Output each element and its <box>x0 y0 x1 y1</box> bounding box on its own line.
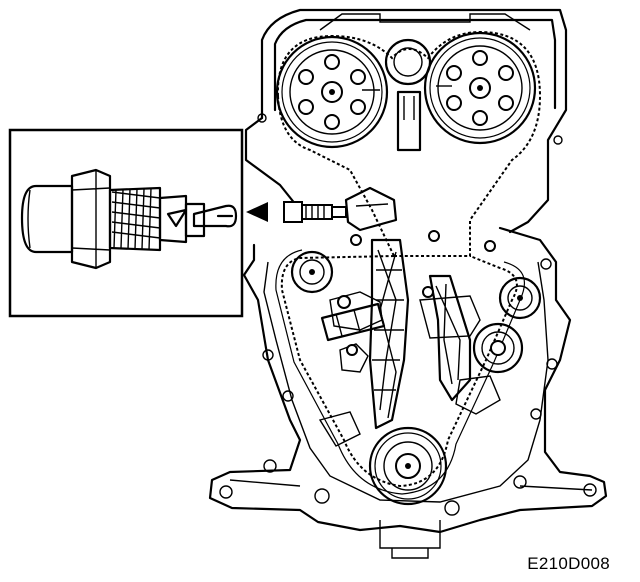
sensor-installed <box>283 201 347 223</box>
engine-block-outline <box>208 8 608 559</box>
detail-inset-box <box>8 128 244 318</box>
right-camshaft-sprocket <box>423 31 537 145</box>
figure-code: E210D008 <box>527 554 610 573</box>
balance-shaft-pulley <box>472 322 524 374</box>
sensor-detail-enlarged <box>20 168 238 270</box>
cam-idler-sprocket <box>384 38 432 152</box>
crankshaft-sprocket <box>368 426 448 506</box>
timing-chain <box>275 30 542 495</box>
upper-left-idler-sprocket <box>290 250 334 294</box>
chain-guides <box>344 186 472 430</box>
left-camshaft-sprocket <box>275 35 389 149</box>
pointer-arrow <box>246 202 268 222</box>
upper-right-idler-sprocket <box>498 276 542 320</box>
small-bolts <box>346 230 496 356</box>
chain-tensioner <box>320 295 386 342</box>
